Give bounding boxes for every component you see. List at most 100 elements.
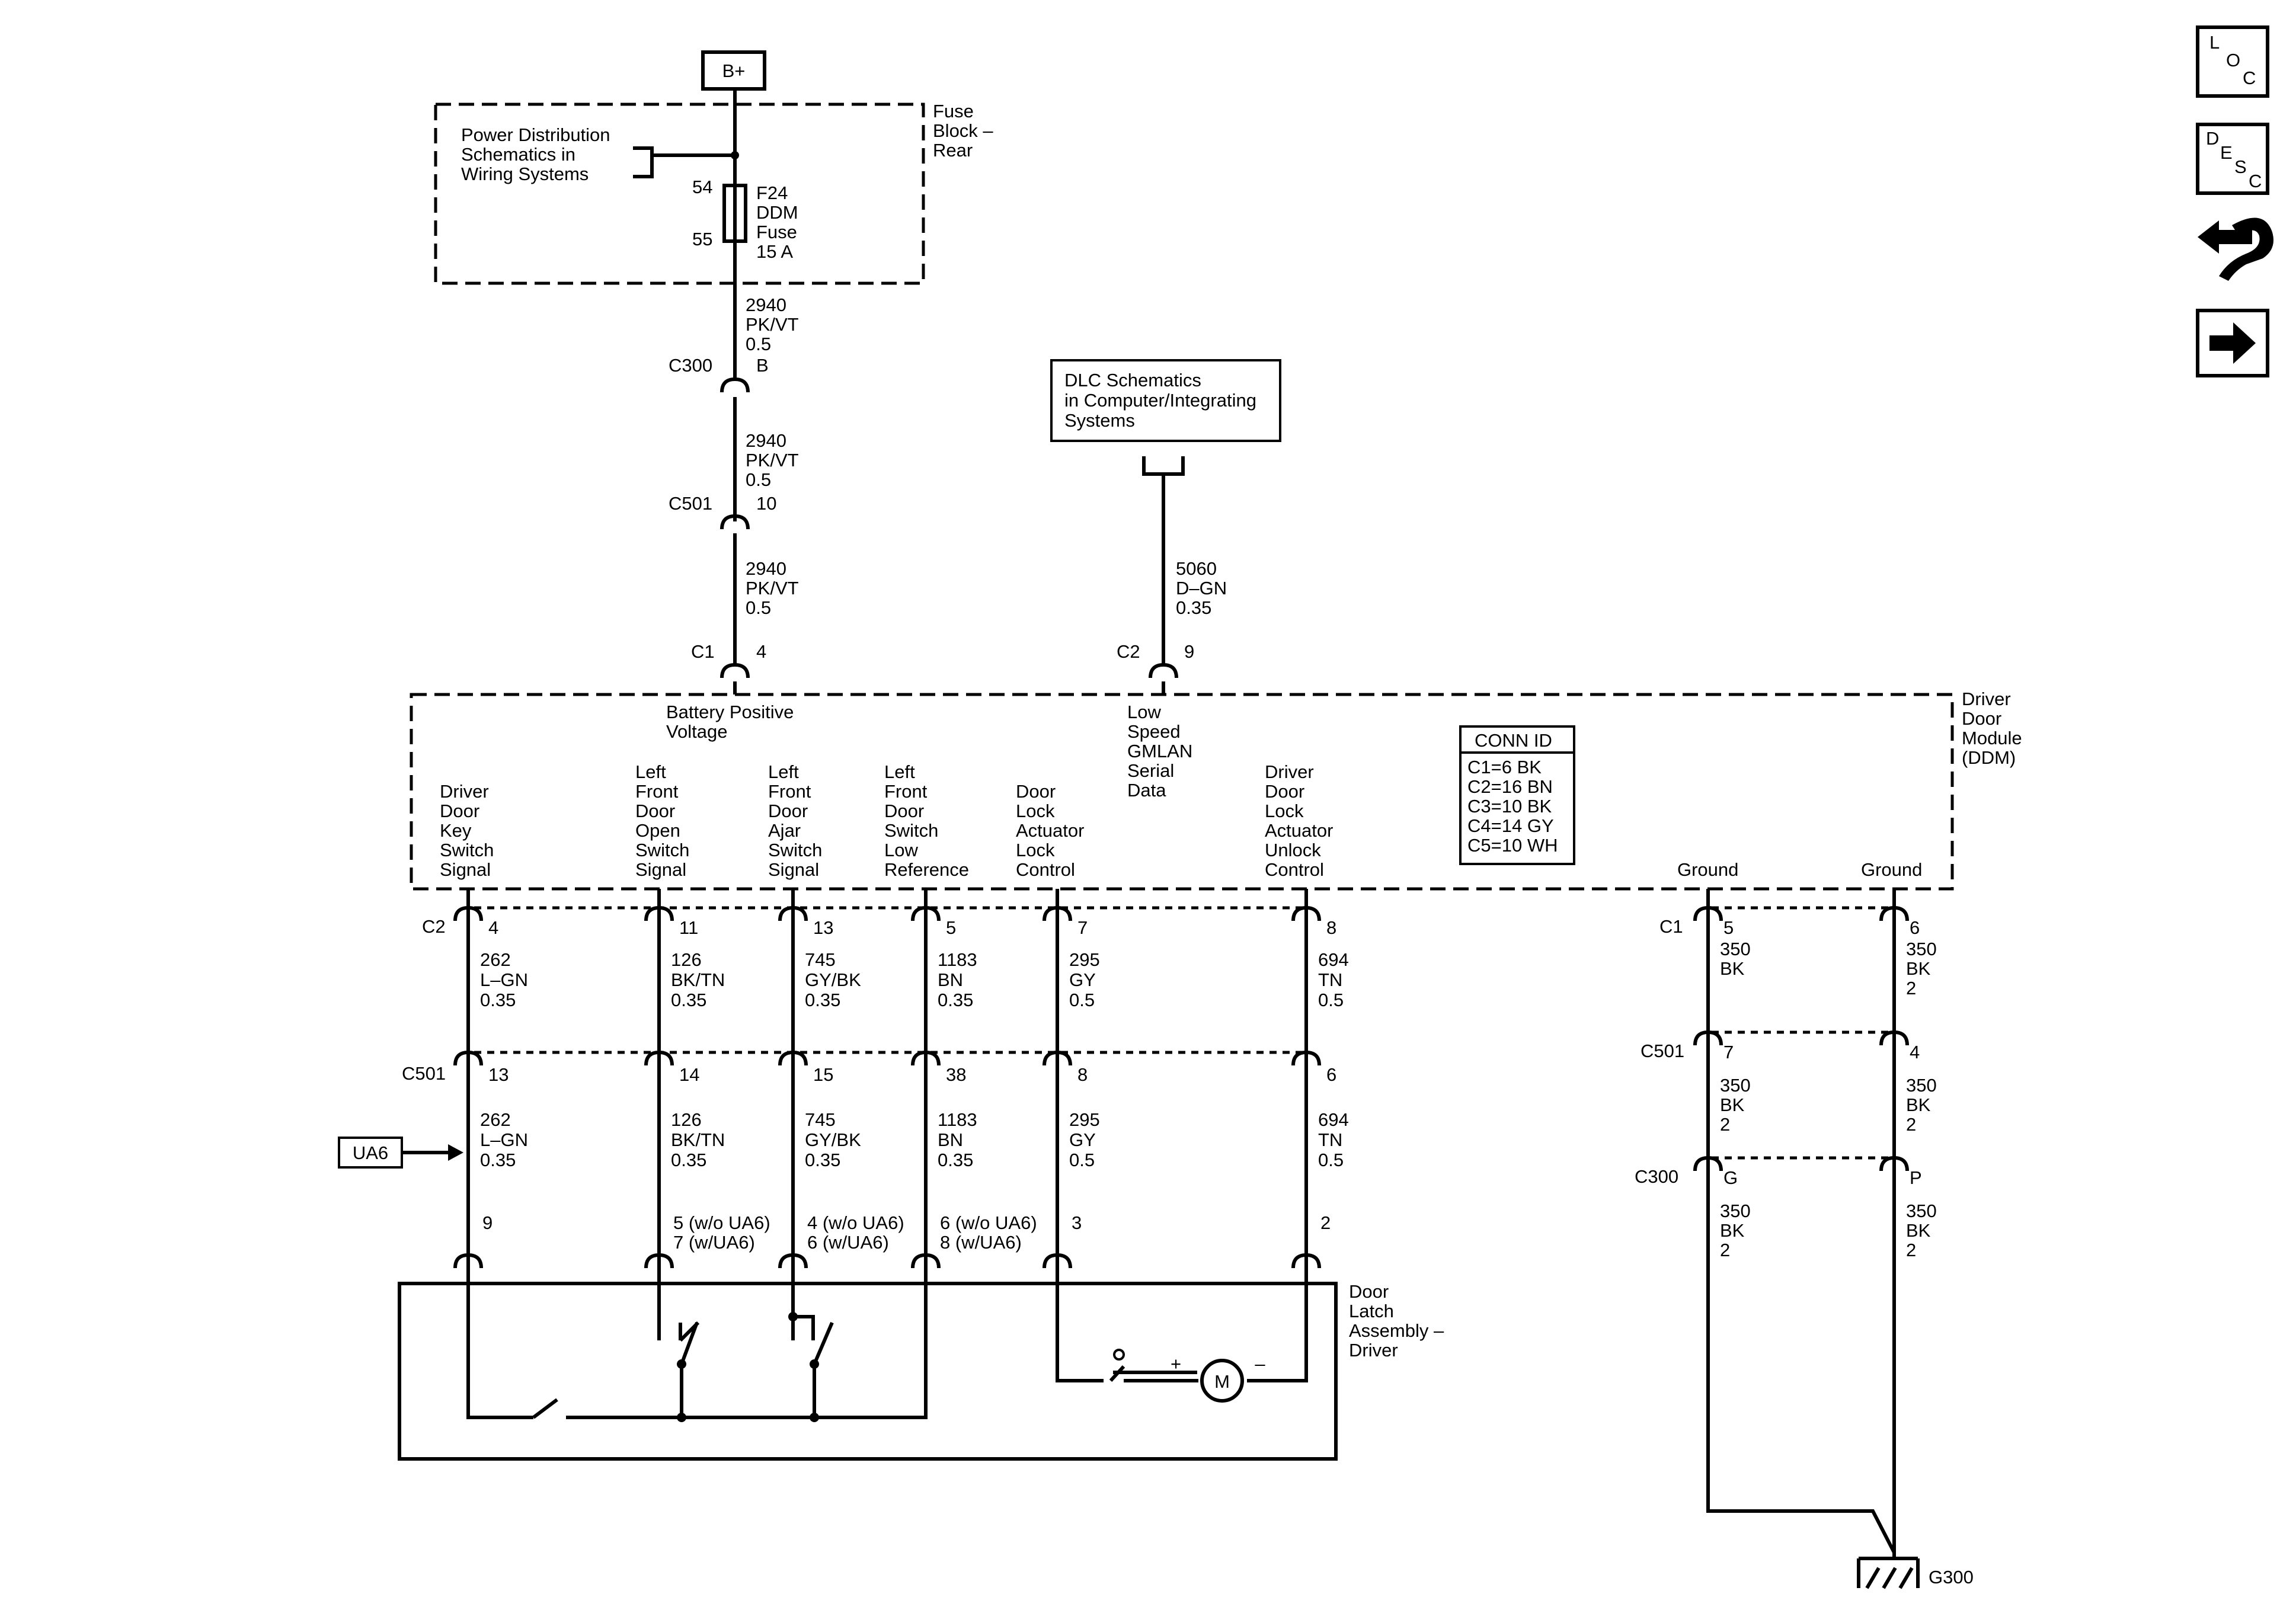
wire-spec: 350 <box>1906 939 1937 959</box>
wire-spec: 745 <box>805 949 836 970</box>
conn-id-c5: C5=10 WH <box>1467 835 1558 856</box>
wire-spec: 350 <box>1720 939 1751 959</box>
gmlan-label-3: GMLAN <box>1127 741 1192 761</box>
feed-wire3-color: PK/VT <box>746 578 799 598</box>
wire-spec: 0.35 <box>480 1150 516 1170</box>
next-button[interactable] <box>2196 309 2269 377</box>
conn-id-c4: C4=14 GY <box>1467 815 1554 836</box>
c501-connector <box>911 1050 941 1066</box>
c1-ground-connector <box>1693 905 1723 921</box>
wire-spec: GY/BK <box>805 969 861 990</box>
signal-label-line: Door <box>635 801 675 821</box>
wire-spec: 126 <box>671 1109 702 1130</box>
gmlan-label-1: Low <box>1127 702 1161 722</box>
wire-spec: 694 <box>1318 1109 1349 1130</box>
signal-label-line: Control <box>1265 859 1324 880</box>
dlc-box <box>1050 359 1281 442</box>
desc-letter-e: E <box>2220 142 2233 163</box>
c300-ground-pin: G <box>1723 1167 1738 1188</box>
fuse-pin-55: 55 <box>692 229 712 249</box>
fuse-block-label-1: Fuse <box>933 101 974 121</box>
signal-label-line: Left <box>768 761 799 782</box>
latch-pin: 3 <box>1072 1212 1082 1233</box>
description-button[interactable]: D E S C <box>2196 123 2269 195</box>
wire-spec: 0.35 <box>671 990 706 1010</box>
signal-label-line: Ajar <box>768 820 801 841</box>
c501-ground-pin: 4 <box>1910 1042 1920 1062</box>
location-button[interactable]: L O C <box>2196 25 2269 98</box>
latch-pin: 6 (w/UA6) <box>807 1232 889 1253</box>
signal-label-line: Switch <box>635 840 689 860</box>
fuse-block-label-2: Block – <box>933 120 993 141</box>
signal-label-line: Actuator <box>1016 820 1084 841</box>
ajar-switch <box>791 1280 834 1417</box>
ddm-title-3: Module <box>1962 728 2022 748</box>
feed-wire2-gauge: 0.5 <box>746 469 771 490</box>
signal-label-line: Door <box>884 801 924 821</box>
c501-pin: 15 <box>813 1064 833 1085</box>
c501-pin: 8 <box>1077 1064 1088 1085</box>
feed-wire3-circuit: 2940 <box>746 558 786 579</box>
repair-button[interactable] <box>2198 217 2273 281</box>
wire-spec: 126 <box>671 949 702 970</box>
ground-circuits: 5350BK7350BK2G350BK26350BK24350BK2P350BK… <box>1693 889 1937 1260</box>
desc-letter-c: C <box>2249 171 2262 191</box>
signal-label-line: Switch <box>440 840 494 860</box>
c300-ground-pin: P <box>1910 1167 1922 1188</box>
fuse-label-4: 15 A <box>756 241 793 262</box>
fuse-label-2: DDM <box>756 202 798 223</box>
c2-pin: 8 <box>1326 917 1336 938</box>
ddm-outline <box>410 693 1954 891</box>
conn-id-c2: C2=16 BN <box>1467 776 1553 797</box>
power-feed: B+ Fuse Block – Rear Power Distribution … <box>434 50 993 694</box>
motor-label: M <box>1214 1371 1230 1392</box>
wire-spec: BK <box>1906 958 1931 979</box>
signal-column: DriverDoorLockActuatorUnlockControl8694T… <box>1265 761 1349 1281</box>
dlc-box-line-1: DLC Schematics <box>1064 370 1201 391</box>
wire-spec: 2 <box>1906 1240 1916 1260</box>
fuse-label-1: F24 <box>756 183 788 203</box>
c1-feed-connector <box>720 662 750 678</box>
wire-spec: BK <box>1906 1094 1931 1115</box>
open-switch <box>657 1280 700 1417</box>
wire-spec: 295 <box>1069 1109 1100 1130</box>
feed-c501-label: C501 <box>669 493 712 514</box>
signal-label-line: Signal <box>440 859 491 880</box>
conn-id-c3: C3=10 BK <box>1467 796 1552 817</box>
b-plus-label: B+ <box>722 60 746 81</box>
c501-connector <box>453 1050 483 1066</box>
gmlan-label-4: Serial <box>1127 760 1174 781</box>
wire-spec: 295 <box>1069 949 1100 970</box>
latch-connector <box>1291 1253 1321 1269</box>
signal-label-line: Control <box>1016 859 1075 880</box>
driver-door-module: Driver Door Module (DDM) Battery Positiv… <box>410 689 2022 891</box>
wire-spec: BK <box>1720 1094 1745 1115</box>
c300-ground-connector <box>1879 1156 1909 1172</box>
latch-label-2: Latch <box>1349 1301 1394 1321</box>
wire-spec: 0.5 <box>1318 990 1344 1010</box>
wire-spec: 1183 <box>938 949 977 970</box>
wire-spec: TN <box>1318 969 1342 990</box>
signal-label-line: Front <box>768 781 811 802</box>
feed-c501-pin: 10 <box>756 493 776 514</box>
gmlan-label-5: Data <box>1127 780 1166 801</box>
c1-ground-row-label: C1 <box>1659 916 1683 937</box>
wire-spec: 350 <box>1720 1201 1751 1221</box>
signal-label-line: Actuator <box>1265 820 1333 841</box>
c1-ground-connector <box>1879 905 1909 921</box>
c2-connector <box>911 905 941 921</box>
c501-ground-pin: 7 <box>1723 1042 1734 1062</box>
signal-column: DoorLockActuatorLockControl7295GY0.58295… <box>1016 781 1100 1281</box>
fuse-label-3: Fuse <box>756 222 797 242</box>
latch-pin: 9 <box>482 1212 493 1233</box>
ground-point-label: G300 <box>1929 1567 1974 1587</box>
latch-pin: 4 (w/o UA6) <box>807 1212 904 1233</box>
wire-spec: 0.35 <box>805 990 840 1010</box>
ground-label-2: Ground <box>1861 859 1922 880</box>
wire-spec: BK <box>1720 1220 1745 1241</box>
wire-spec: BK/TN <box>671 969 725 990</box>
c501-pin: 38 <box>946 1064 966 1085</box>
c501-pin: 13 <box>488 1064 509 1085</box>
c501-ground-connector <box>1879 1030 1909 1046</box>
gmlan-label-2: Speed <box>1127 721 1181 742</box>
